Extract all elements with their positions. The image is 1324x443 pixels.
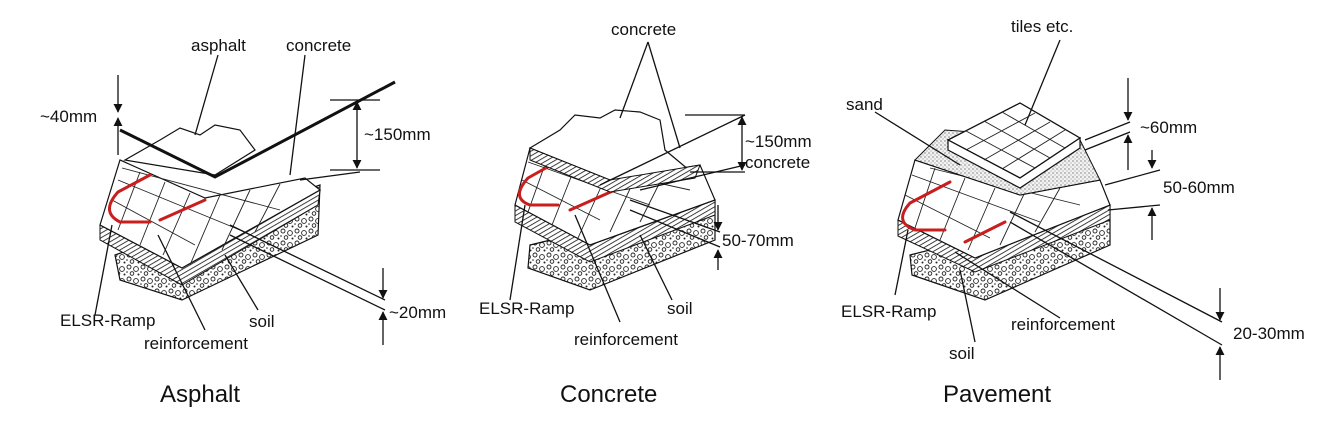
concrete-heating-cable (518, 158, 562, 207)
concrete-caption: Concrete (560, 381, 657, 408)
asphalt-label-reinforcement: reinforcement (144, 334, 248, 353)
asphalt-label-elsr: ELSR-Ramp (60, 311, 155, 330)
pavement-dim-5060-a (1104, 169, 1161, 186)
asphalt-caption: Asphalt (160, 381, 240, 408)
pavement-dim-60-b (1084, 131, 1131, 151)
asphalt-leader-asphalt (194, 54, 219, 136)
asphalt-grid-surface (99, 159, 322, 269)
pavement-tile-grid (965, 111, 1066, 170)
concrete-leader-soil (639, 234, 673, 301)
pavement-heating-cable-2 (963, 220, 1007, 244)
asphalt-label-asphalt: asphalt (191, 36, 246, 55)
concrete-label-elsr: ELSR-Ramp (479, 299, 574, 318)
pavement-heating-cable (901, 180, 952, 232)
asphalt-dim-20-diag-b (229, 234, 386, 311)
asphalt-leader-soil (224, 254, 259, 311)
asphalt-label-dim-40: ~40mm (40, 107, 97, 126)
pavement-label-soil: soil (949, 344, 975, 363)
pavement-dim-5060-b (1107, 204, 1161, 211)
concrete-leader-top-b (647, 41, 681, 149)
asphalt-heating-cable (108, 173, 152, 224)
pavement-leader-sand (874, 111, 961, 166)
concrete-label-top: concrete (611, 20, 676, 39)
pavement-dim-60-a (1084, 121, 1131, 141)
asphalt-leader-reinforcement (157, 234, 206, 331)
concrete-heating-cable-2 (568, 188, 617, 212)
asphalt-leader-concrete (289, 54, 306, 176)
pavement-leader-tiles (1024, 39, 1061, 126)
pavement-leader-soil (959, 269, 976, 343)
pavement-label-tiles: tiles etc. (1011, 17, 1073, 36)
concrete-dim-150-diag (599, 114, 746, 186)
asphalt-label-concrete: concrete (286, 36, 351, 55)
asphalt-label-dim-20: ~20mm (389, 303, 446, 322)
asphalt-reinforcement-grid (111, 167, 281, 266)
pavement-label-dim-60: ~60mm (1140, 118, 1197, 137)
pavement-tile-side (947, 136, 1081, 189)
pavement-label-dim-5060: 50-60mm (1163, 178, 1235, 197)
pavement-caption: Pavement (943, 381, 1051, 408)
asphalt-concrete-edge (299, 171, 361, 181)
asphalt-leader-elsr (94, 224, 113, 316)
asphalt-dim-20-diag-a (229, 224, 386, 301)
concrete-label-soil: soil (667, 299, 693, 318)
pavement-label-dim-2030: 20-30mm (1233, 324, 1305, 343)
concrete-dim-50-diag-a (629, 199, 721, 233)
concrete-dim-50-diag-b (629, 209, 721, 248)
asphalt-label-soil: soil (249, 312, 275, 331)
concrete-label-mid: concrete (745, 153, 810, 172)
asphalt-layer-edge (119, 80, 396, 179)
concrete-leader-top-a (619, 41, 649, 119)
asphalt-top-chunk (123, 124, 256, 176)
concrete-leader-elsr (509, 204, 526, 301)
pavement-dim-2030-diag-a (1009, 211, 1223, 323)
concrete-label-dim-50: 50-70mm (722, 231, 794, 250)
pavement-leader-reinforcement (954, 251, 1061, 319)
concrete-label-reinforcement: reinforcement (574, 330, 678, 349)
pavement-label-elsr: ELSR-Ramp (841, 302, 936, 321)
panel-asphalt: asphalt concrete ~40mm ~150mm ~20mm ELSR… (40, 36, 446, 408)
panel-pavement: tiles etc. sand ~60mm 50-60mm 20-30mm EL… (841, 17, 1305, 408)
pavement-dim-2030-diag-b (1009, 221, 1223, 346)
pavement-label-sand: sand (846, 95, 883, 114)
concrete-label-dim-150: ~150mm (745, 132, 812, 151)
pavement-label-reinforcement: reinforcement (1011, 315, 1115, 334)
concrete-leader-reinforcement (574, 214, 621, 323)
panel-concrete: concrete ~150mm concrete 50-70mm ELSR-Ra… (479, 20, 812, 408)
concrete-leader-mid (639, 164, 746, 191)
asphalt-label-dim-150: ~150mm (364, 125, 431, 144)
asphalt-heating-cable-2 (158, 198, 207, 222)
pavement-leader-elsr (894, 229, 909, 296)
